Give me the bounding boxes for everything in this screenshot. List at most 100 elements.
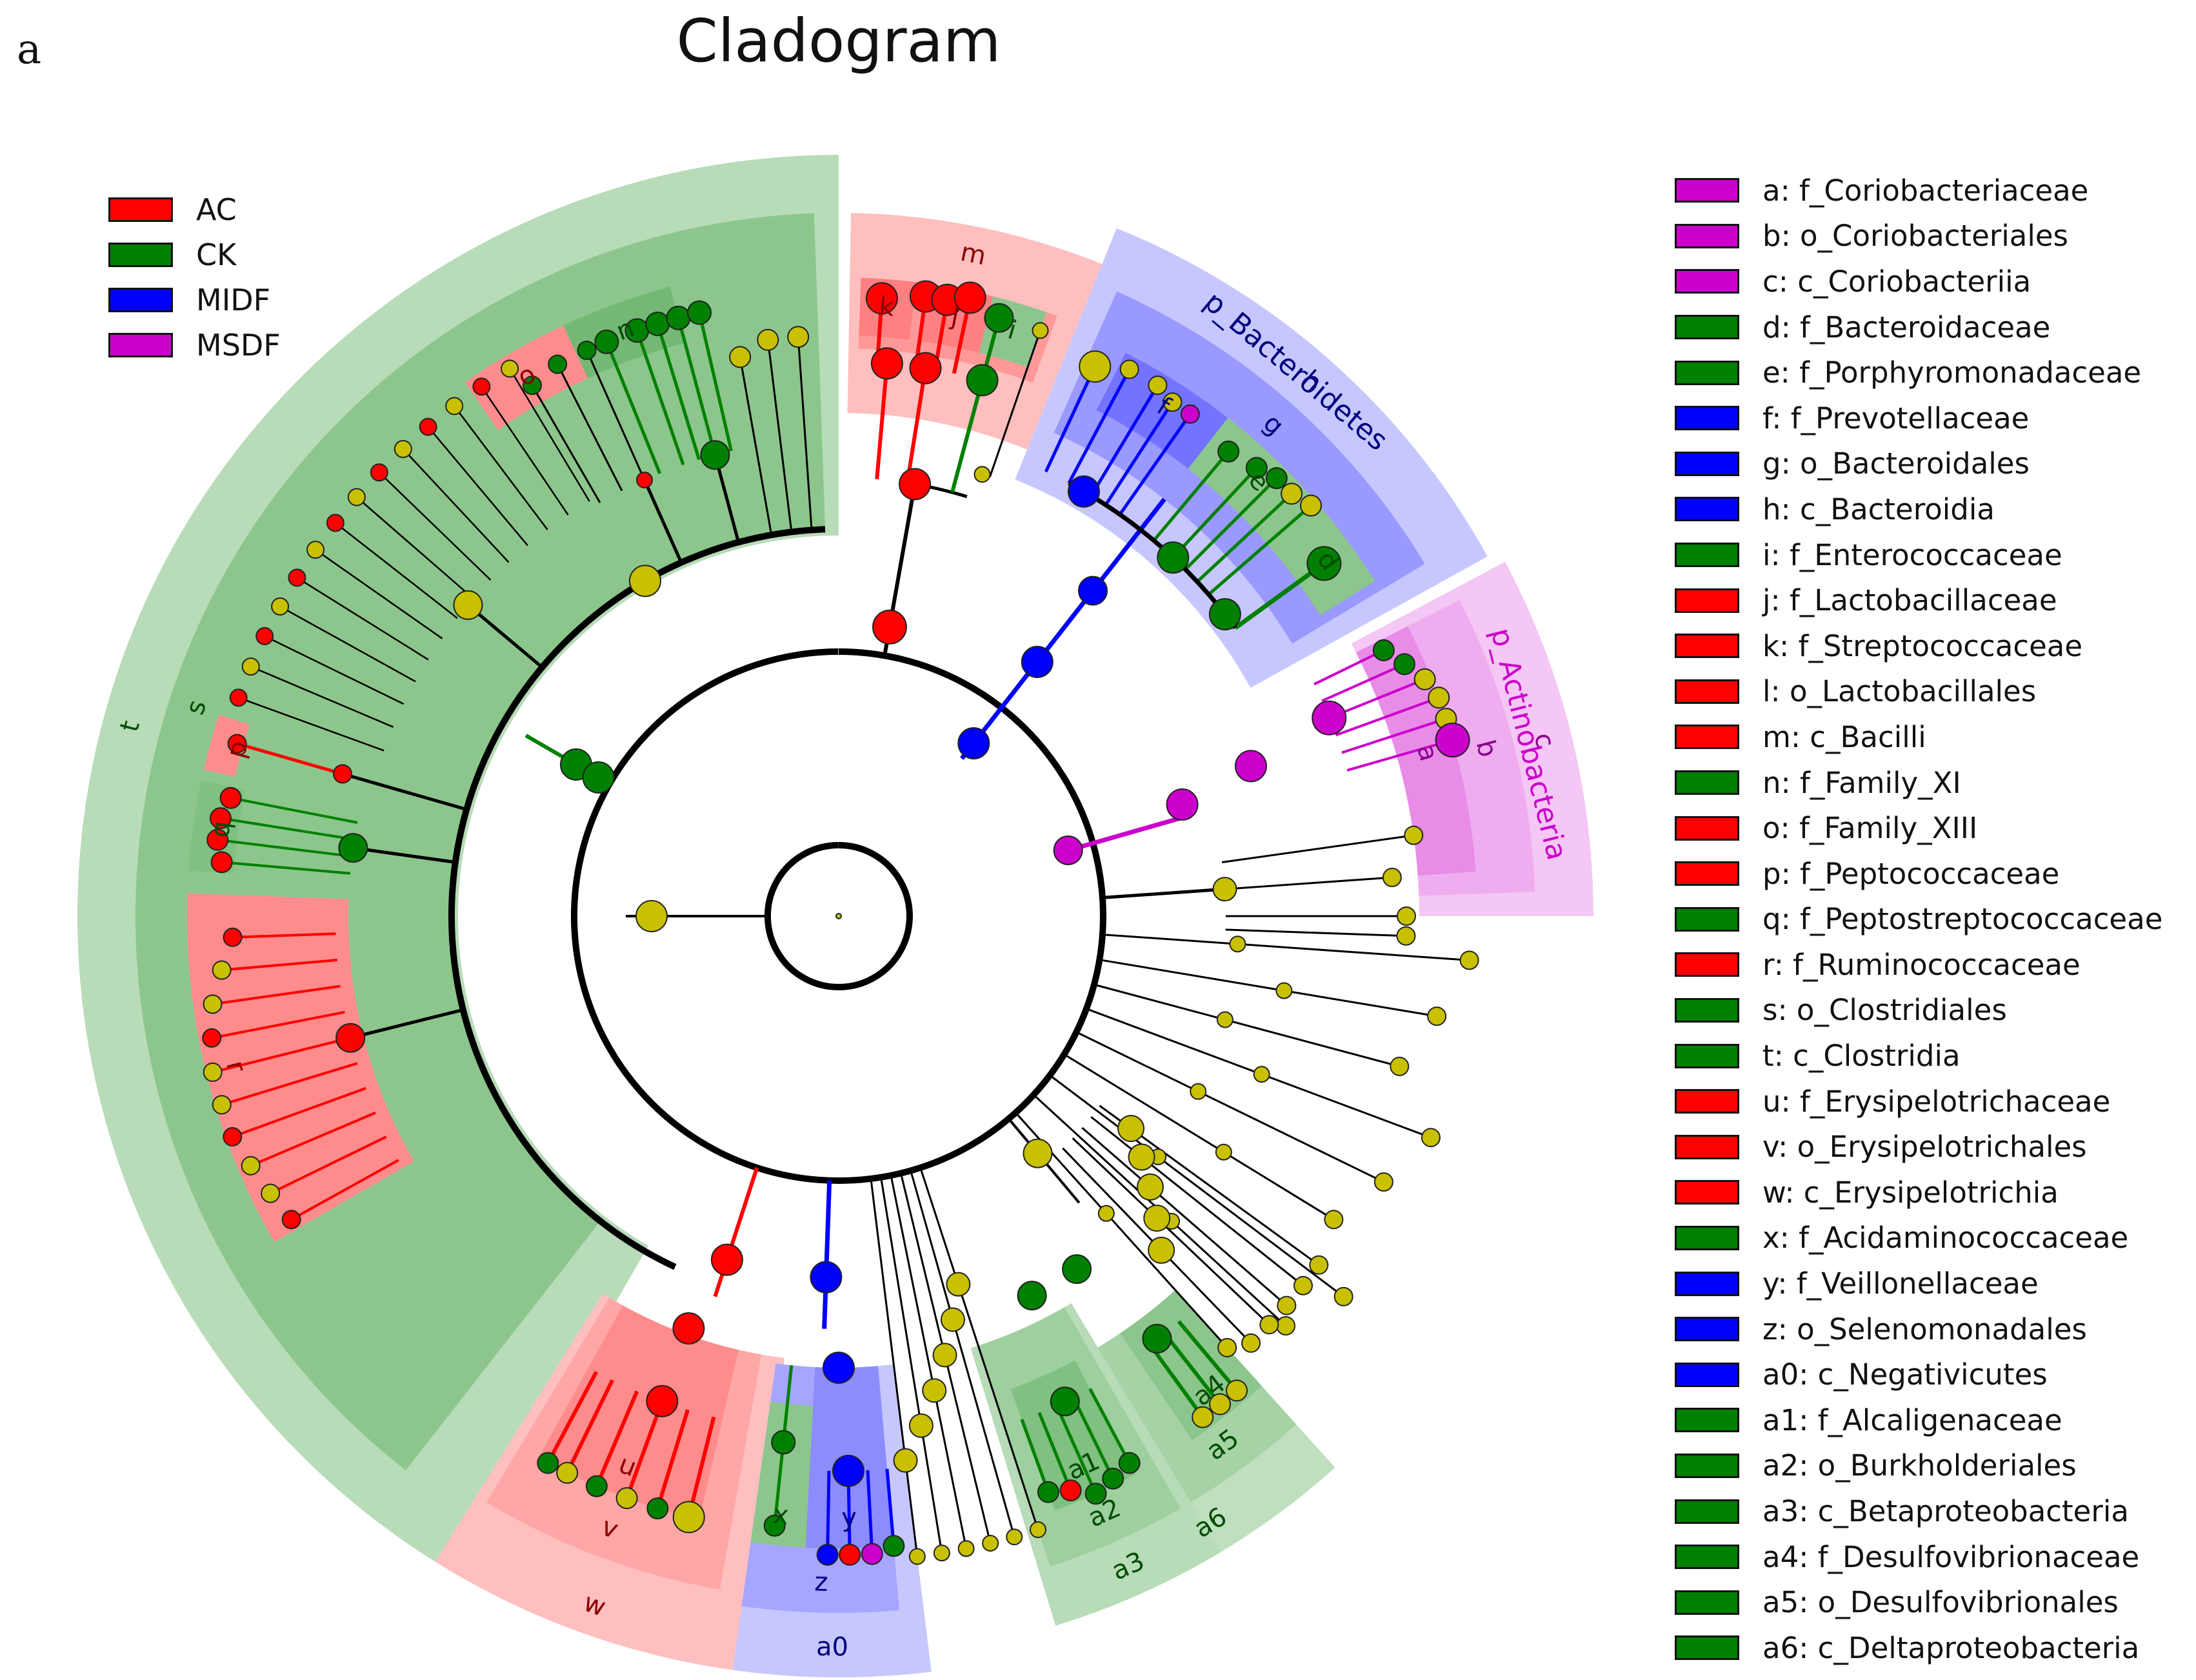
branch-u [624, 1400, 664, 1499]
leaf-node [1373, 1172, 1393, 1192]
leaf-node [1059, 1479, 1082, 1502]
leaf-node [209, 807, 232, 830]
branch-r [250, 1111, 376, 1167]
legend-taxon-k: k: f_Streptococcaceae [1675, 623, 2162, 669]
branch-r-stem [350, 1008, 464, 1040]
branch-a [1335, 696, 1439, 737]
legend-label: y: f_Veillonellaceae [1762, 1266, 2039, 1301]
leaf-node [594, 329, 619, 354]
legend-item-ck: CK [108, 232, 281, 277]
leaf-node [326, 514, 344, 532]
leaf-node [763, 1514, 786, 1537]
branch-r [212, 985, 341, 1006]
branch-r [221, 958, 338, 972]
leaf-node [523, 375, 542, 395]
branch-f [1090, 384, 1159, 497]
node-family-q [338, 833, 368, 863]
node-neutral [1148, 1236, 1175, 1264]
branch-neutral [870, 1178, 919, 1557]
branch-f [1104, 401, 1174, 506]
leaf-node [271, 597, 290, 616]
branch-u [686, 1416, 716, 1518]
leaf-node [1102, 1467, 1124, 1490]
legend-swatch [1675, 406, 1739, 431]
branch-d [1233, 561, 1326, 630]
legend-swatch [1675, 1317, 1739, 1342]
leaf-node [556, 1461, 579, 1484]
leaf-node [982, 1534, 999, 1552]
legend-swatch [1675, 1362, 1739, 1387]
branch-neutral [1224, 876, 1393, 890]
branch-q [230, 796, 358, 824]
branch-neutral [910, 1170, 1015, 1537]
node-phylum [582, 761, 615, 794]
branch-j [905, 368, 928, 483]
branch-e [1172, 466, 1258, 559]
legend-taxon-a4: a4: f_Desulfovibrionaceae [1675, 1534, 2162, 1580]
branch-a4 [1177, 1320, 1239, 1392]
legend-taxon-j: j: f_Lactobacillaceae [1675, 577, 2162, 623]
node-neutral [1216, 1011, 1233, 1028]
leaf-node [1241, 1333, 1261, 1353]
branch-bacteroidetes [960, 497, 1166, 760]
clade-shade-r [186, 893, 414, 1242]
leaf-node [212, 960, 232, 980]
node-family-u [646, 1385, 679, 1417]
leaf-node [281, 1210, 301, 1230]
leaf-node [1309, 1255, 1329, 1275]
node-neutral [635, 900, 668, 932]
leaf-node [1281, 483, 1303, 505]
leaf-node [394, 439, 412, 458]
legend-label: a1: f_Alcaligenaceae [1762, 1403, 2062, 1437]
legend-taxon-f: f: f_Prevotellaceae [1675, 395, 2162, 441]
legend-label: p: f_Peptococcaceae [1762, 856, 2060, 891]
node-family-j [909, 352, 942, 385]
leaf-node [203, 1062, 223, 1082]
branch-y [866, 1470, 874, 1554]
node-family-a [1312, 700, 1347, 735]
legend-swatch [1675, 1225, 1739, 1250]
legend-taxon-c: c: c_Coriobacteriia [1675, 259, 2162, 305]
legend-label: a4: f_Desulfovibrionaceae [1762, 1539, 2140, 1574]
leaf-node [839, 1543, 861, 1566]
leaf-node [1404, 825, 1424, 845]
node-neutral [940, 1307, 965, 1332]
legend-taxon-l: l: o_Lactobacillales [1675, 669, 2162, 715]
legend-swatch [1675, 634, 1739, 659]
leaf-node [816, 1543, 839, 1566]
branch-x [773, 1442, 785, 1526]
legend-item-ac: AC [108, 187, 281, 232]
leaf-node [223, 927, 243, 947]
branch-y [885, 1468, 895, 1546]
clade-label-z: z [814, 1567, 828, 1597]
node-neutral [1190, 1083, 1207, 1100]
legend-swatch [1675, 497, 1739, 522]
branch-u [546, 1370, 599, 1465]
legend-label: l: o_Lactobacillales [1762, 674, 2037, 709]
root-node [835, 913, 842, 919]
leaf-node [229, 688, 248, 707]
node-class-a6 [1062, 1254, 1092, 1285]
legend-label: t: c_Clostridia [1762, 1039, 1961, 1074]
legend-swatch [1675, 1499, 1739, 1524]
leaf-node [219, 786, 242, 809]
branch-a4 [1148, 1343, 1204, 1419]
legend-swatch [1675, 815, 1739, 841]
branch-neutral [1093, 983, 1400, 1068]
branch-s [279, 605, 416, 683]
legend-swatch [1675, 952, 1739, 977]
legend-swatch [108, 243, 173, 267]
legend-swatch [1675, 679, 1739, 704]
legend-taxon-h: h: c_Bacteroidia [1675, 486, 2162, 532]
leaf-node [1209, 1393, 1232, 1415]
node-phylum-actino [1053, 835, 1083, 866]
node-order-v [672, 1312, 705, 1345]
branch-neutral [988, 330, 1041, 477]
node-family-a4 [1142, 1323, 1172, 1354]
leaf-node [957, 1540, 975, 1557]
leaf-node [212, 1095, 232, 1115]
branch-f [1044, 366, 1097, 473]
branch-n [655, 323, 701, 461]
leaf-node [255, 627, 274, 646]
